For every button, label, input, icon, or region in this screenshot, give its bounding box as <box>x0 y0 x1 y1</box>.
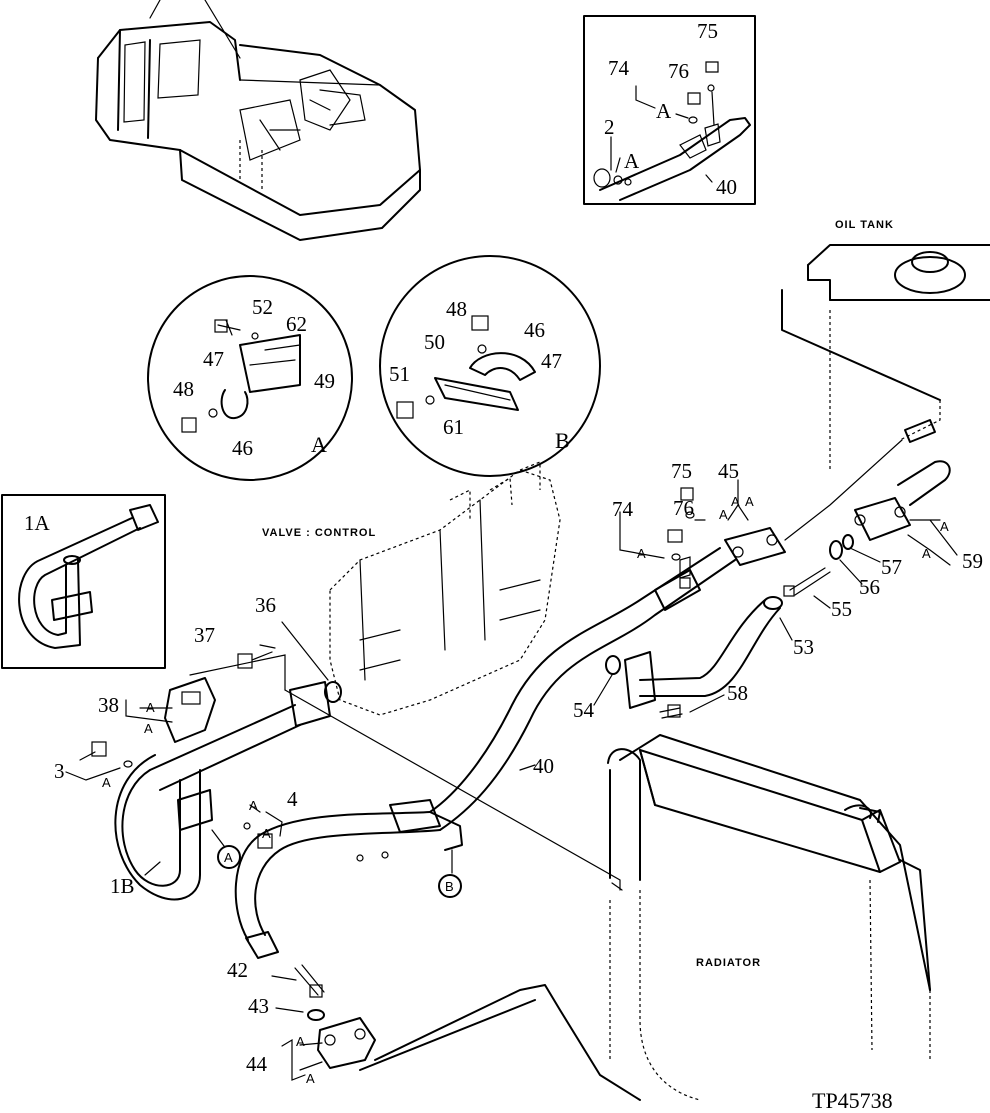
callout-57: 57 <box>881 555 902 579</box>
callout-45: 45 <box>718 459 739 483</box>
callout-76-top: 76 <box>668 59 689 83</box>
callout-52: 52 <box>252 295 273 319</box>
a-marker-45c: A <box>719 507 728 522</box>
callout-40: 40 <box>533 754 554 778</box>
callout-40-top: 40 <box>716 175 737 199</box>
lower-hose: B 42 43 44 A A <box>227 799 641 1101</box>
ref-circle-b-label: B <box>445 879 454 894</box>
callout-53: 53 <box>793 635 814 659</box>
ref-circle-a <box>217 845 241 869</box>
detail-circle-b: 48 46 50 51 47 61 B <box>379 255 601 477</box>
callout-38: 38 <box>98 693 119 717</box>
callout-1a: 1A <box>24 511 51 535</box>
callout-49: 49 <box>314 369 335 393</box>
ref-circle-b <box>438 874 462 898</box>
callout-36: 36 <box>255 593 276 617</box>
callout-48a: 48 <box>173 377 194 401</box>
callout-50: 50 <box>424 330 445 354</box>
callout-76: 76 <box>673 496 694 520</box>
top-detail-box: 75 74 76 A 2 A 40 <box>583 15 756 205</box>
inset-1a: 1A <box>1 494 166 669</box>
a-marker-45b: A <box>745 494 754 509</box>
a-marker-4a: A <box>249 798 258 813</box>
detail-letter-b: B <box>555 428 570 453</box>
a-marker-3: A <box>102 775 111 790</box>
a-marker-44a: A <box>296 1034 305 1049</box>
callout-75-top: 75 <box>697 19 718 43</box>
radiator: RADIATOR <box>607 734 931 1101</box>
callout-47b: 47 <box>541 349 562 373</box>
a-marker-74: A <box>637 546 646 561</box>
ref-circle-a-label: A <box>224 850 233 865</box>
callout-74: 74 <box>612 497 634 521</box>
callout-3: 3 <box>54 759 65 783</box>
a-marker-38a: A <box>146 700 155 715</box>
detail-circle-a: 52 62 47 49 48 46 A <box>147 275 353 481</box>
callout-56: 56 <box>859 575 880 599</box>
detail-letter-a: A <box>311 432 327 457</box>
callout-61: 61 <box>443 415 464 439</box>
valve-control-caption: VALVE : CONTROL <box>262 527 376 539</box>
callout-37: 37 <box>194 623 215 647</box>
callout-4: 4 <box>287 787 298 811</box>
callout-46b: 46 <box>524 318 545 342</box>
excavator-overview <box>95 0 421 241</box>
callout-2: 2 <box>604 115 615 139</box>
a-marker-45a: A <box>731 494 740 509</box>
callout-55: 55 <box>831 597 852 621</box>
control-valve: VALVE : CONTROL <box>262 461 561 716</box>
oil-tank: OIL TANK <box>781 219 990 470</box>
callout-42: 42 <box>227 958 248 982</box>
a-marker-top-2: A <box>624 149 640 173</box>
callout-48b: 48 <box>446 297 467 321</box>
a-marker-top: A <box>656 99 672 123</box>
callout-54: 54 <box>573 698 595 722</box>
figure-id: TP45738 <box>812 1088 893 1113</box>
callout-51: 51 <box>389 362 410 386</box>
callout-1b: 1B <box>110 874 135 898</box>
a-marker-59a: A <box>940 519 949 534</box>
callout-75: 75 <box>671 459 692 483</box>
callout-59: 59 <box>962 549 983 573</box>
callout-46a: 46 <box>232 436 253 460</box>
a-marker-38b: A <box>144 721 153 736</box>
a-marker-44b: A <box>306 1071 315 1086</box>
callout-58: 58 <box>727 681 748 705</box>
callout-74-top: 74 <box>608 56 630 80</box>
callout-43: 43 <box>248 994 269 1018</box>
callout-62: 62 <box>286 312 307 336</box>
a-marker-59b: A <box>922 546 931 561</box>
callout-44: 44 <box>246 1052 268 1076</box>
a-marker-4b: A <box>262 826 271 841</box>
oil-tank-caption: OIL TANK <box>835 219 894 231</box>
callout-47a: 47 <box>203 347 224 371</box>
left-pipe-assembly: 37 36 38 A A 3 A 4 A A 1B A <box>54 593 623 901</box>
radiator-caption: RADIATOR <box>696 957 761 969</box>
